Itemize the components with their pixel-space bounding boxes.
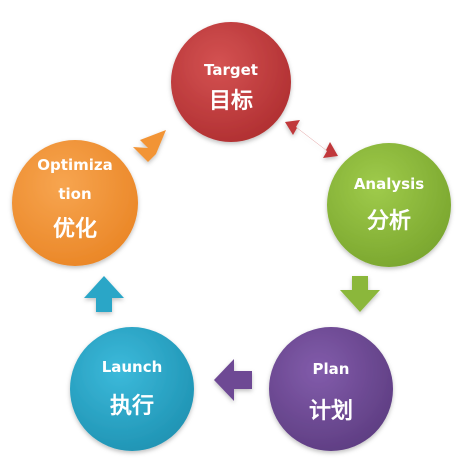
arrow-launch-optimization-shape: [84, 276, 124, 312]
arrow-target-analysis-shape: [285, 120, 338, 158]
node-analysis-circle: [327, 143, 451, 267]
node-target-circle: [171, 22, 291, 142]
arrow-analysis-plan: [340, 276, 380, 312]
node-plan: Plan 计划: [269, 327, 393, 451]
node-analysis-en: Analysis: [354, 175, 424, 193]
node-plan-en: Plan: [313, 360, 350, 378]
arrow-launch-optimization: [84, 276, 124, 312]
node-launch-en: Launch: [102, 358, 163, 376]
arrow-optimization-target-shape: [133, 130, 166, 162]
node-target: Target 目标: [171, 22, 291, 142]
arrow-plan-launch: [214, 359, 252, 401]
node-launch-cn: 执行: [110, 393, 154, 419]
node-analysis: Analysis 分析: [327, 143, 451, 267]
node-target-en: Target: [204, 61, 258, 79]
arrow-target-analysis: [285, 120, 338, 158]
arrow-optimization-target: [133, 130, 166, 162]
node-optimization-circle: [12, 140, 138, 266]
node-target-cn: 目标: [209, 88, 253, 114]
node-launch-circle: [70, 327, 194, 451]
arrow-analysis-plan-shape: [340, 276, 380, 312]
arrow-plan-launch-shape: [214, 359, 252, 401]
node-analysis-cn: 分析: [367, 209, 411, 234]
node-plan-circle: [269, 327, 393, 451]
node-optimization-cn: 优化: [53, 216, 97, 242]
node-launch: Launch 执行: [70, 327, 194, 451]
node-optimization: Optimiza tion 优化: [12, 140, 138, 266]
node-plan-cn: 计划: [309, 399, 353, 424]
node-optimization-en-line1: Optimiza: [37, 156, 112, 174]
node-optimization-en-line2: tion: [58, 185, 91, 203]
